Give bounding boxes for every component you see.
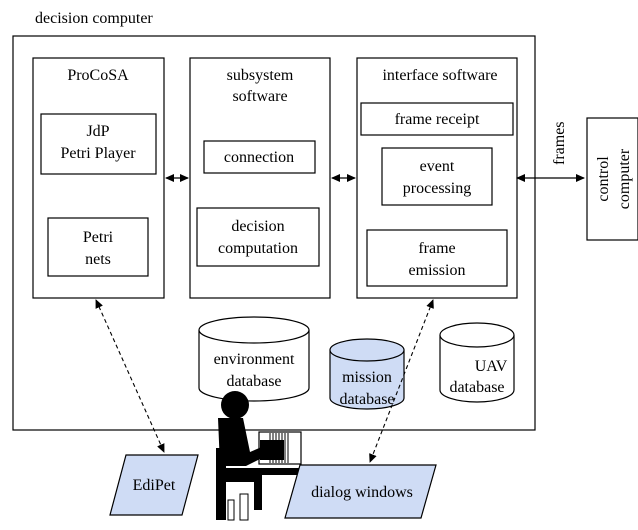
environment-database: environment database [198,316,310,402]
frame-receipt-label: frame receipt [395,111,480,128]
subsystem-title-1: subsystem [227,67,294,84]
frames-label: frames [551,121,568,165]
subsystem-title-2: software [232,88,287,105]
interface-software-module: interface software frame receipt event p… [356,57,518,299]
uav-database: UAV database [439,322,515,403]
operator-at-computer-icon [216,391,302,521]
procosa-title: ProCoSA [67,67,129,84]
control-computer-label-2: computer [616,148,633,209]
event-processing-box [381,147,493,206]
frame-emission-box [366,229,508,287]
edipet-window-shape [109,454,199,516]
frame-emission-label-1: frame [418,240,455,257]
edipet-window: EdiPet [109,454,199,516]
procosa-module: ProCoSA JdP Petri Player Petri nets [32,57,165,299]
decision-computation-box [196,207,320,267]
dialog-windows: dialog windows [284,464,437,519]
event-processing-label-2: processing [403,180,471,197]
mission-database-label-2: database [339,391,394,408]
petri-nets-label-2: nets [85,251,111,268]
environment-database-label-1: environment [214,351,295,368]
decision-computation-label-2: computation [218,240,298,257]
petri-player-box [40,113,157,175]
diagram-title: decision computer [35,10,153,27]
frame-emission-label-2: emission [409,262,466,279]
environment-database-label-2: database [226,373,281,390]
interface-dialog-link [369,299,434,463]
petri-nets-box [47,217,149,277]
edipet-label: EdiPet [133,477,176,494]
frame-receipt-box [360,102,514,136]
dialog-windows-shape [284,464,437,519]
event-processing-label-1: event [420,158,455,175]
control-computer: control computer [586,117,638,241]
control-computer-label-1: control [595,156,612,202]
mission-database: mission database [329,338,405,410]
petri-nets-label-1: Petri [83,229,114,246]
dialog-windows-label: dialog windows [311,484,413,501]
mission-database-label-1: mission [342,369,392,386]
uav-database-label-1: UAV [475,358,508,375]
decision-computation-label-1: decision [231,218,284,235]
mission-database-top [329,338,405,362]
uav-database-label-2: database [449,379,504,396]
interface-title: interface software [382,67,497,84]
connection-box [203,140,316,174]
connection-label: connection [224,149,294,166]
petri-player-label-1: JdP [86,123,109,140]
petri-player-label-2: Petri Player [60,145,136,162]
subsystem-software-module: subsystem software connection decision c… [189,57,331,299]
